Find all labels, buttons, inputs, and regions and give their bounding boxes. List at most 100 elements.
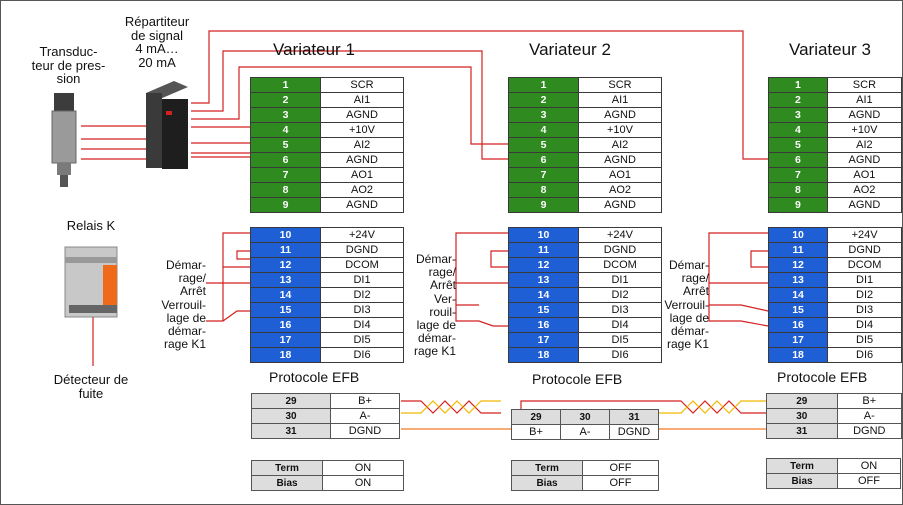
terminal-row: 4+10V [508,122,662,138]
terminal-number: 4 [508,122,579,138]
drive-2-efb-terminals: 29 30 31 B+ A- DGND [511,409,659,440]
efb-terminal-number: 29 [766,393,838,409]
terminal-signal: DI5 [578,332,662,348]
terminal-row: 4+10V [768,122,902,138]
terminal-number: 3 [508,107,579,123]
bias-value: OFF [582,475,659,491]
bias-value: OFF [837,473,901,489]
relay-image [64,246,118,318]
terminal-number: 1 [250,77,321,93]
terminal-signal: AGND [320,107,404,123]
terminal-number: 2 [768,92,828,108]
terminal-number: 2 [508,92,579,108]
terminal-signal: AO2 [826,182,902,198]
terminal-number: 4 [768,122,828,138]
terminal-signal: AI1 [826,92,902,108]
leak-detector-label: Détecteur de fuite [53,372,129,401]
term-label: Term [511,460,583,476]
terminal-number: 14 [508,287,579,303]
efb-terminal-number: 29 [251,393,331,409]
terminal-signal: DCOM [320,257,404,273]
terminal-signal: DI2 [578,287,662,303]
efb-terminal-number: 31 [766,423,838,439]
efb-terminal-signal: DGND [836,423,902,439]
terminal-signal: AGND [578,107,662,123]
term-value: OFF [582,460,659,476]
terminal-number: 6 [768,152,828,168]
drive-3-title: Variateur 3 [789,40,871,59]
efb-terminal-signal: DGND [330,423,400,439]
terminal-row: 10+24V [767,227,902,243]
wire-splitter-drive2 [191,50,508,160]
efb-terminal-signal: A- [836,408,902,424]
terminal-signal: DI1 [578,272,662,288]
terminal-number: 16 [508,317,579,333]
terminal-number: 5 [768,137,828,153]
efb-terminal-signal: DGND [609,424,659,440]
terminal-signal: DI3 [320,302,404,318]
terminal-number: 8 [768,182,828,198]
terminal-signal: DI4 [827,317,902,333]
term-label: Term [251,460,323,476]
terminal-number: 2 [250,92,321,108]
terminal-signal: DCOM [578,257,662,273]
terminal-number: 7 [508,167,579,183]
terminal-signal: SCR [320,77,404,93]
wire-splitter-drive2-b [191,66,508,145]
terminal-number: 10 [767,227,829,243]
terminal-signal: AI2 [826,137,902,153]
terminal-signal: AGND [826,107,902,123]
terminal-number: 1 [768,77,828,93]
terminal-number: 18 [250,347,321,363]
drive-1-title: Variateur 1 [273,40,355,59]
terminal-signal: AI2 [578,137,662,153]
term-value: ON [837,458,901,474]
terminal-signal: AO1 [320,167,404,183]
terminal-number: 12 [250,257,321,273]
terminal-signal: DI6 [827,347,902,363]
terminal-signal: AGND [578,152,662,168]
terminal-number: 15 [508,302,579,318]
terminal-number: 7 [768,167,828,183]
terminal-number: 11 [508,242,579,258]
terminal-signal: AO2 [320,182,404,198]
efb-terminal-number: 30 [251,408,331,424]
terminal-number: 10 [508,227,579,243]
terminal-number: 18 [508,347,579,363]
terminal-signal: DGND [578,242,662,258]
terminal-number: 17 [508,332,579,348]
terminal-row: 10+24V [250,227,404,243]
drive-2-efb-title: Protocole EFB [532,371,623,387]
terminal-number: 15 [767,302,829,318]
terminal-signal: DCOM [827,257,902,273]
terminal-signal: AI2 [320,137,404,153]
terminal-number: 16 [250,317,321,333]
